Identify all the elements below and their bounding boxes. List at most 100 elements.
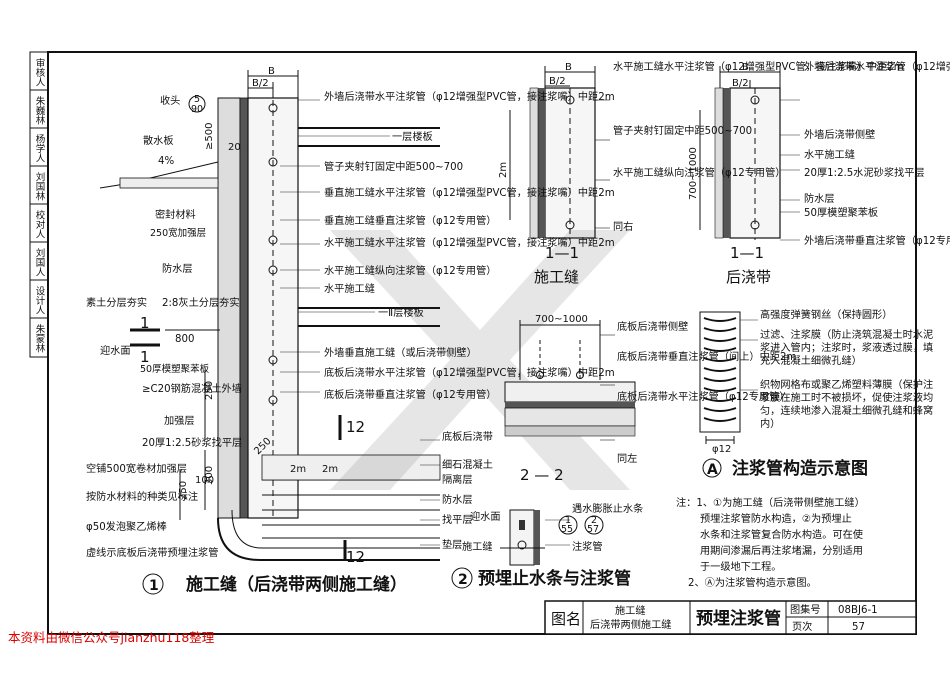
d1-l16: 虚线示底板后浇带预埋注浆管	[86, 546, 218, 559]
section-shigong-drawing	[509, 66, 610, 240]
tb-page: 57	[852, 622, 865, 633]
s2-name: 后浇带	[726, 268, 771, 286]
detail-1-drawing	[99, 70, 441, 561]
d1-right-labels: 外墙后浇带水平注浆管（φ12增强型PVC管，接注浆嘴）中距2m 一层楼板 管子夹…	[324, 90, 615, 551]
da-letter-circle	[702, 458, 722, 478]
d1-l2: 密封材料	[155, 208, 196, 221]
da-l2: 织物网格布或聚乙烯塑料薄膜（保护注浆膜在施工时不被损坏，促使注浆液均匀，连续地渗…	[760, 378, 933, 430]
d1-cap-ref-bot: 90	[191, 104, 203, 115]
tb-label-atlas: 图集号	[790, 603, 821, 616]
sign-strip-lines	[30, 89, 48, 319]
d1-r14: 隔离层	[442, 473, 473, 486]
d1-section-1a: 1	[140, 314, 150, 332]
d1-cap-ref-top: 5	[194, 94, 200, 105]
d1-l7: 800	[175, 334, 194, 345]
d1-l14: 按防水材料的种类见标注	[86, 490, 198, 503]
s1-labels: 水平施工缝水平注浆管（φ12增强型PVC管，接注浆嘴）中距2m 管子夹射钉固定中…	[613, 60, 904, 233]
d1-r11: 底板后浇带垂直注浆管（φ12专用管）	[324, 388, 497, 401]
section-houjiaodai-drawing	[699, 66, 800, 241]
d1-l13: 空铺500宽卷材加强层	[86, 462, 187, 475]
d2-l2: 底板后浇带水平注浆管（φ12专用管）	[617, 390, 790, 403]
detail-a-label-line: 浆进入管内；注浆时，浆液透过膜，填	[760, 341, 933, 354]
s1-l2: 水平施工缝纵向注浆管（φ12专用管）	[613, 166, 786, 179]
d1-r1: 一层楼板	[392, 130, 433, 143]
d1-r4: 垂直施工缝垂直注浆管（φ12专用管）	[324, 214, 497, 227]
d1-dim-500: ≥500	[204, 123, 215, 150]
d1-r5: 水平施工缝水平注浆管（φ12增强型PVC管，接注浆嘴）中距2m	[324, 236, 615, 249]
d1-r10: 底板后浇带水平注浆管（φ12增强型PVC管，接注浆嘴）中距2m	[324, 366, 615, 379]
s2-l0: 外墙后浇带水平注浆管（φ12增强型PVC管，接注浆嘴）中距2m	[804, 60, 950, 73]
tb-name-line2: 后浇带两侧施工缝	[590, 618, 672, 631]
d1-l15: φ50发泡聚乙烯棒	[86, 520, 167, 533]
d2-l7: 注浆管	[572, 540, 603, 553]
sign-strip-text: 刘国人	[34, 247, 46, 276]
d1-l9: 50厚模塑聚苯板	[140, 363, 210, 375]
tb-name-line1: 施工缝	[615, 604, 646, 617]
d1-cap-note: 收头	[160, 94, 180, 107]
d1-l6: 2:8灰土分层夯实	[162, 296, 240, 309]
d2-ref-a-bot: 55	[561, 524, 573, 535]
d2-labels: 底板后浇带侧壁 底板后浇带垂直注浆管（间上）中距2m 底板后浇带水平注浆管（φ1…	[462, 320, 796, 553]
d2-ref-b-circle	[584, 515, 604, 535]
d1-dim-100: 100	[195, 475, 214, 486]
d1-r0: 外墙后浇带水平注浆管（φ12增强型PVC管，接注浆嘴）中距2m	[324, 90, 615, 103]
detail-a-label-line: 浆膜在施工时不被损坏，促使注浆液均	[760, 391, 933, 404]
note-line-1: 预埋注浆管防水构造，②为预埋止	[700, 512, 852, 525]
d1-section-12b: 12	[346, 548, 365, 566]
d2-ref-b: 2	[591, 515, 597, 526]
detail-a-label-line: 过滤、注浆膜（防止浇筑混凝土时水泥	[760, 328, 933, 341]
detail-a-label-line: 充入混凝土细微孔缝）	[760, 354, 862, 367]
d1-r8: 一Ⅱ层楼板	[378, 306, 424, 319]
sign-strip-text: 朱蒙林	[34, 323, 46, 353]
s1-dim-2m: 2m	[498, 162, 509, 178]
d1-l12: 20厚1:2.5砂浆找平层	[142, 436, 242, 449]
d1-r16: 找平层	[442, 513, 473, 526]
d1-l3: 250宽加强层	[150, 227, 206, 239]
d2-num: 2	[458, 572, 468, 588]
d2-l4: 遇水膨胀止水条	[572, 502, 643, 515]
d1-title: 施工缝（后浇带两侧施工缝）	[186, 574, 407, 595]
d2-l0: 底板后浇带侧壁	[617, 320, 688, 333]
s1-section: 1—1	[545, 244, 579, 262]
d2-num-circle	[451, 567, 473, 589]
da-dim: φ12	[712, 444, 731, 455]
d1-l10: ≥C20钢筋混凝土外墙	[142, 382, 242, 395]
tb-label-tuming: 图名	[551, 610, 581, 628]
d1-l1: 4%	[158, 156, 174, 167]
d2-dim: 700~1000	[535, 314, 588, 325]
tb-name-main: 预埋注浆管	[696, 608, 781, 629]
s2-l6: 外墙后浇带垂直注浆管（φ12专用管）	[804, 234, 950, 247]
detail-a-label-line: 内）	[760, 417, 780, 430]
d1-dim-b: B	[268, 66, 275, 77]
d2-l6: 施工缝	[462, 540, 493, 553]
note-line-3: 用期间渗漏后再注浆堵漏，分别适用	[700, 544, 863, 557]
d1-l11: 加强层	[164, 415, 195, 427]
d1-r12: 底板后浇带	[442, 430, 493, 443]
sign-strip-text: 杨学人	[34, 133, 46, 162]
detail-a-label-line: 匀，连续地渗入混凝土细微孔缝和蜂窝	[760, 404, 933, 417]
sign-strip-text: 校对人	[34, 209, 46, 238]
sign-strip-text: 朱巍林	[34, 95, 46, 125]
tb-atlas: 08BJ6-1	[838, 605, 878, 616]
s2-l5: 50厚模塑聚苯板	[804, 206, 878, 219]
d2-ref-a-circle	[558, 515, 578, 535]
s1-name: 施工缝	[534, 268, 579, 286]
s2-labels: 外墙后浇带水平注浆管（φ12增强型PVC管，接注浆嘴）中距2m 外墙后浇带侧壁 …	[804, 60, 950, 247]
notes: 注：1、①为施工缝（后浇带侧壁施工缝） 预埋注浆管防水构造，②为预埋止 水条和注…	[676, 496, 865, 589]
d1-cap-ref-circle	[188, 95, 206, 113]
sign-strip-text: 刘国林	[34, 171, 46, 201]
d1-num-circle	[142, 573, 164, 595]
d1-section-1b: 1	[140, 348, 150, 366]
da-title: 注浆管构造示意图	[732, 458, 868, 479]
d1-num: 1	[149, 578, 159, 594]
d1-r6: 水平施工缝纵向注浆管（φ12专用管）	[324, 264, 497, 277]
d1-dim-250b: 250	[178, 481, 189, 500]
s2-dim-b: B	[742, 62, 749, 73]
d1-l0: 散水板	[143, 134, 174, 147]
d1-left-labels: 散水板 4% 密封材料 250宽加强层 防水层 素土分层夯实 2:8灰土分层夯实…	[86, 134, 242, 559]
s2-l3: 20厚1:2.5水泥砂浆找平层	[804, 166, 925, 179]
d2-section: 2 — 2	[520, 466, 564, 484]
d1-r17: 垫层	[442, 538, 462, 551]
